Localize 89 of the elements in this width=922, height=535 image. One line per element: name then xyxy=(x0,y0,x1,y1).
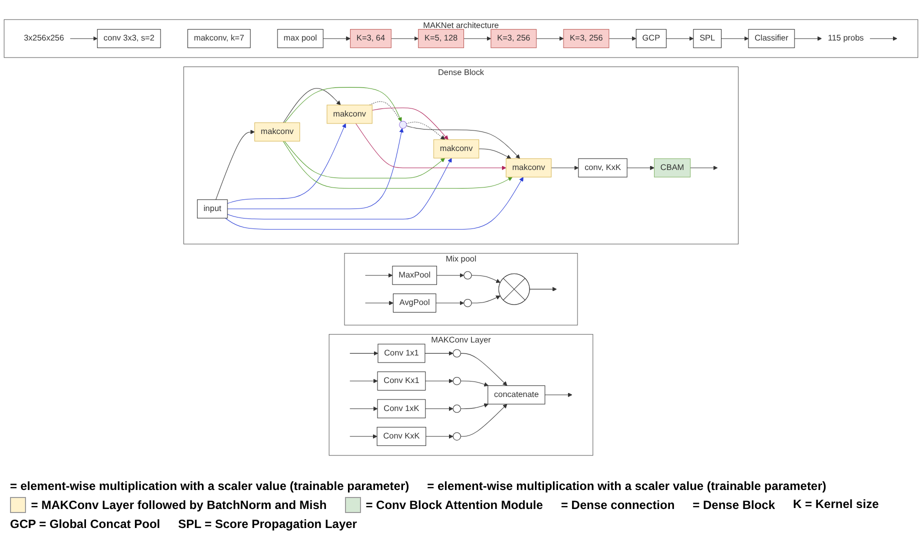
arrow xyxy=(550,166,579,170)
arrow xyxy=(721,36,749,41)
note-text: GCP = Global Concat Pool xyxy=(10,517,160,531)
arrow xyxy=(406,126,520,159)
node-text: 115 probs xyxy=(828,34,864,43)
node-circle xyxy=(452,376,461,386)
arrow xyxy=(460,403,489,409)
legend-text: = Dense Block xyxy=(692,498,776,512)
arrow xyxy=(216,130,255,200)
node-box: concatenate xyxy=(488,385,546,404)
node-box: CBAM xyxy=(654,158,691,178)
node-text: 3x256x256 xyxy=(24,34,64,43)
arrow xyxy=(350,434,378,439)
arrow xyxy=(356,123,506,170)
arrow xyxy=(227,123,346,204)
node-circle xyxy=(464,298,472,308)
arrow xyxy=(350,351,378,356)
node-box: GCP xyxy=(636,29,666,48)
node-box: conv 3x3, s=2 xyxy=(97,29,161,48)
arrow xyxy=(436,300,464,306)
arrow xyxy=(426,434,454,439)
arrow xyxy=(425,378,454,384)
note-text: K = Kernel size xyxy=(793,497,879,513)
arrow xyxy=(372,108,448,140)
node-box: Conv 1x1 xyxy=(378,344,426,363)
arrow xyxy=(284,87,402,123)
arrow xyxy=(282,140,513,189)
node-circle xyxy=(464,271,472,280)
node-box: input xyxy=(197,199,228,218)
arrow xyxy=(460,380,489,386)
arrow xyxy=(870,36,898,41)
node-circle xyxy=(452,349,461,358)
node-box: Conv Kx1 xyxy=(377,372,426,391)
note-text: SPL = Score Propagation Layer xyxy=(178,517,357,531)
arrow xyxy=(471,275,500,283)
node-box: Conv KxK xyxy=(376,426,426,446)
arrow xyxy=(350,406,378,411)
arrow xyxy=(284,140,446,178)
arrow xyxy=(690,166,718,170)
node-box: makconv xyxy=(254,122,300,142)
node-circle xyxy=(452,432,461,440)
arrow xyxy=(626,166,654,170)
arrow xyxy=(471,296,500,304)
node-box: makconv xyxy=(506,158,552,178)
arrow xyxy=(436,273,464,278)
arrow xyxy=(536,36,564,41)
arrow xyxy=(322,36,351,41)
node-box: K=5, 128 xyxy=(418,29,464,48)
node-box: makconv xyxy=(326,104,372,124)
node-box: Classifier xyxy=(748,29,795,48)
arrow xyxy=(608,36,636,41)
arrow xyxy=(529,286,557,292)
node-box: conv, KxK xyxy=(578,158,628,178)
node-box: makconv xyxy=(433,139,480,158)
arrow xyxy=(70,36,98,41)
node-box: K=3, 64 xyxy=(350,29,392,48)
node-circle xyxy=(452,404,461,413)
node-box: max pool xyxy=(277,29,324,48)
arrow xyxy=(225,176,524,230)
arrow xyxy=(350,378,378,384)
legend-text: = Dense connection xyxy=(560,498,675,512)
arrow xyxy=(390,36,419,41)
arrow xyxy=(424,351,454,356)
arrow xyxy=(365,300,394,306)
arrow xyxy=(666,36,694,41)
arrow xyxy=(365,273,393,278)
arrow xyxy=(460,353,508,386)
node-box: K=3, 256 xyxy=(563,29,610,48)
node-box: K=3, 256 xyxy=(490,29,537,48)
legend-text: = MAKConv Layer followed by BatchNorm and Mish xyxy=(31,498,327,512)
legend-text: = element-wise multiplication with a scaler value (trainable parameter) xyxy=(427,479,826,493)
arrow xyxy=(460,404,508,437)
arrow xyxy=(425,406,454,411)
arrow xyxy=(406,122,446,140)
arrow xyxy=(794,36,822,41)
arrow xyxy=(544,392,572,398)
arrow xyxy=(227,128,404,210)
node-point xyxy=(399,120,407,129)
arrow xyxy=(478,148,512,159)
legend-text: = Conv Block Attention Module xyxy=(366,498,543,512)
node-box: AvgPool xyxy=(392,294,436,313)
node-box: makconv, k=7 xyxy=(188,29,251,48)
node-box: MaxPool xyxy=(392,266,437,285)
arrow xyxy=(227,158,452,220)
node-box: SPL xyxy=(693,29,722,48)
legend-text: = element-wise multiplication with a scaler value (trainable parameter) xyxy=(10,479,410,493)
arrow xyxy=(283,88,341,123)
node-box: Conv 1xK xyxy=(377,399,426,418)
arrow xyxy=(464,36,492,41)
